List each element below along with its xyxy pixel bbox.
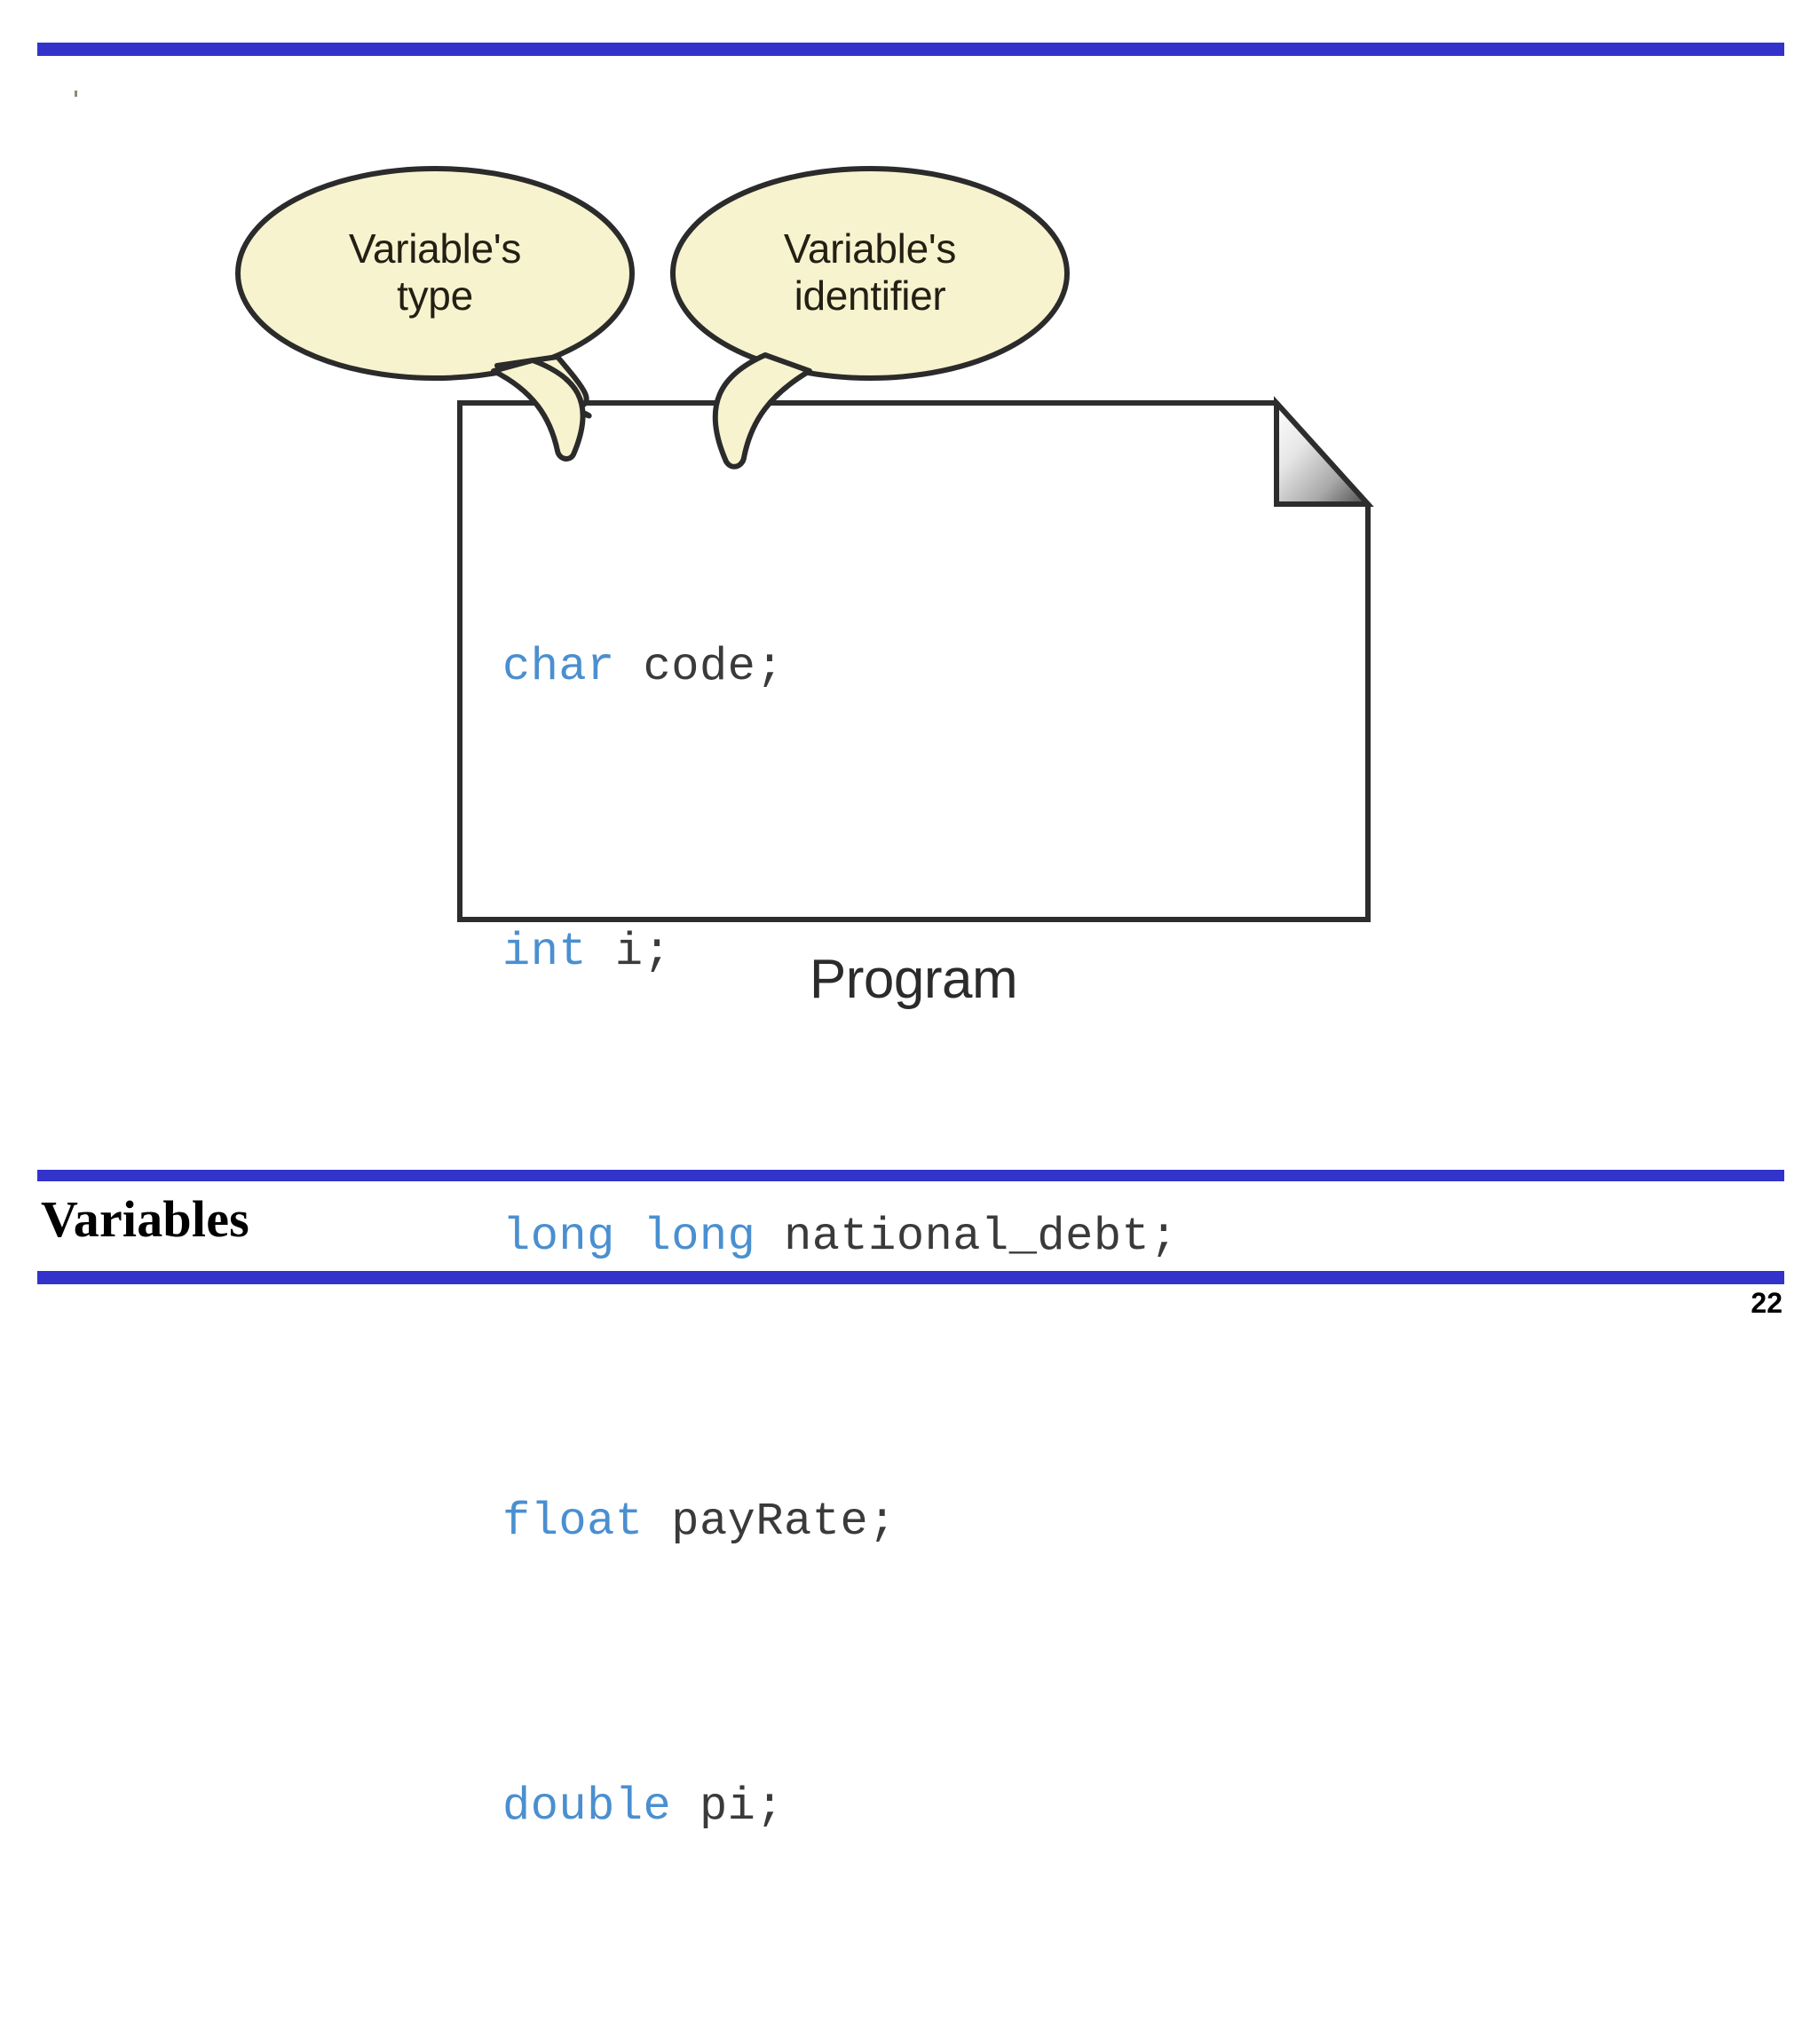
code-identifier: i; [587,926,672,978]
code-keyword: double [502,1780,672,1833]
code-line: long long national_debt; [502,1189,1372,1284]
figure-graphics [235,166,1374,922]
slide-canvas: Variable's type Variable's identifier ch… [37,43,1784,1833]
footer-top-rule [37,1170,1784,1181]
page-number: 22 [1751,1287,1782,1319]
code-keyword: char [502,641,615,693]
stray-mark [75,91,77,97]
code-line: float payRate; [502,1474,1372,1569]
variables-figure: Variable's type Variable's identifier ch… [235,166,1374,1833]
footer-title: Variables [41,1190,249,1248]
code-identifier: code; [614,641,785,693]
code-keyword: int [502,926,588,978]
code-identifier: pi; [671,1780,785,1833]
page-fold-corner [1274,396,1374,507]
code-identifier: national_debt; [755,1211,1178,1263]
code-identifier: payRate; [643,1496,897,1548]
code-keyword: float [502,1496,644,1548]
top-accent-rule [37,43,1784,56]
callout-type-bubble [235,166,635,381]
footer-bottom-rule [37,1271,1784,1284]
program-code: char code; int i; long long national_deb… [502,430,1372,2044]
callout-type-tail [491,358,586,462]
code-line: char code; [502,620,1372,714]
program-sheet-body [457,400,1371,922]
program-caption: Program [809,949,1018,1010]
code-line: double pi; [502,1759,1372,1854]
callout-variable-type [235,166,635,462]
code-line: int i; [502,904,1372,999]
code-keyword: long long [502,1211,756,1263]
program-sheet [457,396,1374,922]
callout-identifier-bubble [670,166,1070,381]
callout-identifier-tail [712,352,812,470]
callout-variable-identifier [670,166,1070,470]
